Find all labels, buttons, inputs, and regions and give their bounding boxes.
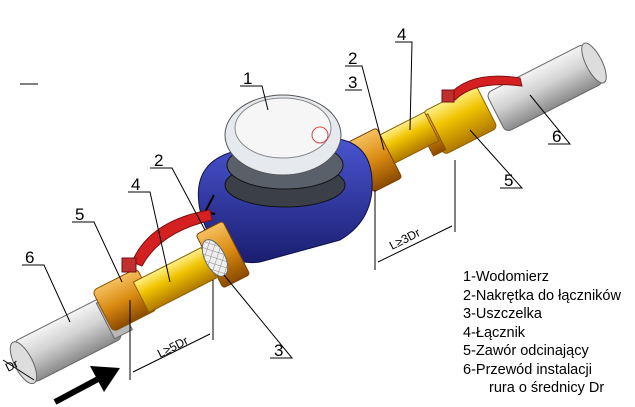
callout-5-left-valve: 5 <box>75 205 84 224</box>
outlet-valve-handle <box>447 75 523 101</box>
leader-lines <box>2 41 572 381</box>
callout-4-left-connector: 4 <box>131 175 140 194</box>
callout-3-left-gasket: 3 <box>274 341 283 360</box>
legend: 1-Wodomierz 2-Nakrętka do łączników 3-Us… <box>463 268 621 398</box>
callout-6-left-pipe: 6 <box>25 248 34 267</box>
callout-4-right-connector: 4 <box>397 25 406 44</box>
legend-item-6-continuation: rura o średnicy Dr <box>489 380 605 396</box>
callout-2-left-nut: 2 <box>154 151 163 170</box>
callout-1-meter: 1 <box>243 69 252 88</box>
legend-item-1: 1-Wodomierz <box>463 269 549 285</box>
legend-item-5: 5-Zawór odcinający <box>463 343 589 359</box>
legend-item-3: 3-Uszczelka <box>463 306 542 322</box>
callout-2-right-nut: 2 <box>348 49 357 68</box>
outlet-valve-stem <box>441 89 455 103</box>
inlet-valve-handle <box>131 209 213 267</box>
callout-3-right-gasket: 3 <box>348 73 357 92</box>
callout-5-right-valve: 5 <box>504 171 513 190</box>
dimension-pipe-diameter: Dr <box>3 356 21 374</box>
outlet-pipe <box>487 42 607 132</box>
legend-item-6: 6-Przewód instalacji <box>463 361 592 378</box>
flow-direction-arrow <box>53 366 120 405</box>
callout-6-right-pipe: 6 <box>552 127 561 146</box>
inlet-valve-stem <box>121 257 137 273</box>
legend-item-2: 2-Nakrętka do łączników <box>463 287 621 304</box>
legend-item-4: 4-Łącznik <box>463 324 526 341</box>
dimension-inlet-length: L≥5Dr <box>155 333 190 360</box>
